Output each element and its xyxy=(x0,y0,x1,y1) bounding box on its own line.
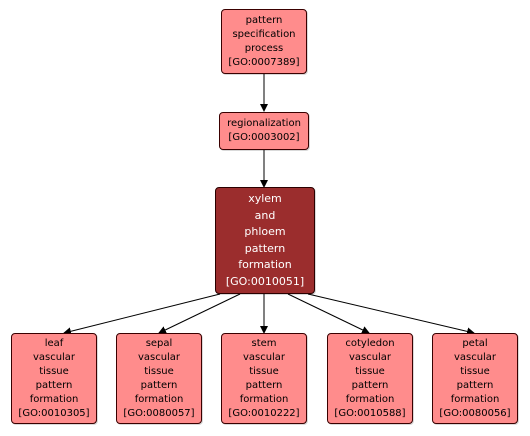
edge-xylem-to-sepal xyxy=(158,293,241,334)
node-line: formation xyxy=(29,393,79,405)
node-line: vascular xyxy=(242,351,286,363)
node-petal-vascular-tissue-pattern-formation[interactable]: petal vascular tissue pattern formation … xyxy=(432,333,518,424)
node-line: sepal xyxy=(145,337,173,349)
node-line: vascular xyxy=(348,351,392,363)
node-line: cotyledon xyxy=(345,337,395,349)
node-line: pattern xyxy=(245,379,283,391)
node-line: pattern xyxy=(244,241,286,255)
node-go-id: [GO:0010588] xyxy=(334,407,406,419)
node-line: leaf xyxy=(44,337,64,349)
node-line: xylem xyxy=(248,192,282,205)
node-line: formation xyxy=(134,393,184,405)
node-go-id: [GO:0010051] xyxy=(225,274,305,288)
node-sepal-vascular-tissue-pattern-formation[interactable]: sepal vascular tissue pattern formation … xyxy=(116,333,202,424)
node-go-id: [GO:0010222] xyxy=(228,407,300,419)
node-line: pattern xyxy=(351,379,389,391)
edge-xylem-to-cotyledon xyxy=(287,293,370,334)
node-line: formation xyxy=(239,393,289,405)
node-go-id: [GO:0080056] xyxy=(439,407,511,419)
node-line: vascular xyxy=(32,351,76,363)
node-line: pattern xyxy=(140,379,178,391)
node-line: vascular xyxy=(453,351,497,363)
node-line: formation xyxy=(238,258,292,271)
node-line: formation xyxy=(345,393,395,405)
node-line: stem xyxy=(251,337,277,349)
node-line: tissue xyxy=(355,365,385,377)
node-line: regionalization xyxy=(227,118,301,129)
node-line: tissue xyxy=(460,365,490,377)
node-line: pattern xyxy=(35,379,73,391)
node-go-id: [GO:0010305] xyxy=(18,407,90,419)
node-regionalization[interactable]: regionalization [GO:0003002] xyxy=(219,112,309,150)
edge-xylem-to-leaf xyxy=(63,293,221,336)
node-go-id: [GO:0003002] xyxy=(228,132,300,143)
node-line: and xyxy=(254,208,276,222)
node-go-id: [GO:0080057] xyxy=(123,407,195,419)
node-stem-vascular-tissue-pattern-formation[interactable]: stem vascular tissue pattern formation [… xyxy=(221,333,307,424)
node-xylem-and-phloem-pattern-formation[interactable]: xylem and phloem pattern formation [GO:0… xyxy=(215,187,315,294)
node-leaf-vascular-tissue-pattern-formation[interactable]: leaf vascular tissue pattern formation [… xyxy=(11,333,97,424)
node-line: process xyxy=(244,42,284,54)
node-line: vascular xyxy=(137,351,181,363)
node-line: tissue xyxy=(39,365,69,377)
node-line: petal xyxy=(462,337,488,349)
node-line: pattern xyxy=(456,379,494,391)
node-line: formation xyxy=(450,393,500,405)
edge-xylem-to-petal xyxy=(307,293,475,336)
node-pattern-specification-process[interactable]: pattern specification process [GO:000738… xyxy=(221,9,307,74)
node-line: phloem xyxy=(244,225,286,238)
node-line: tissue xyxy=(144,365,174,377)
node-line: pattern xyxy=(245,14,283,26)
node-go-id: [GO:0007389] xyxy=(228,56,300,68)
node-line: tissue xyxy=(249,365,279,377)
node-cotyledon-vascular-tissue-pattern-formation[interactable]: cotyledon vascular tissue pattern format… xyxy=(327,333,413,424)
node-line: specification xyxy=(232,28,296,40)
